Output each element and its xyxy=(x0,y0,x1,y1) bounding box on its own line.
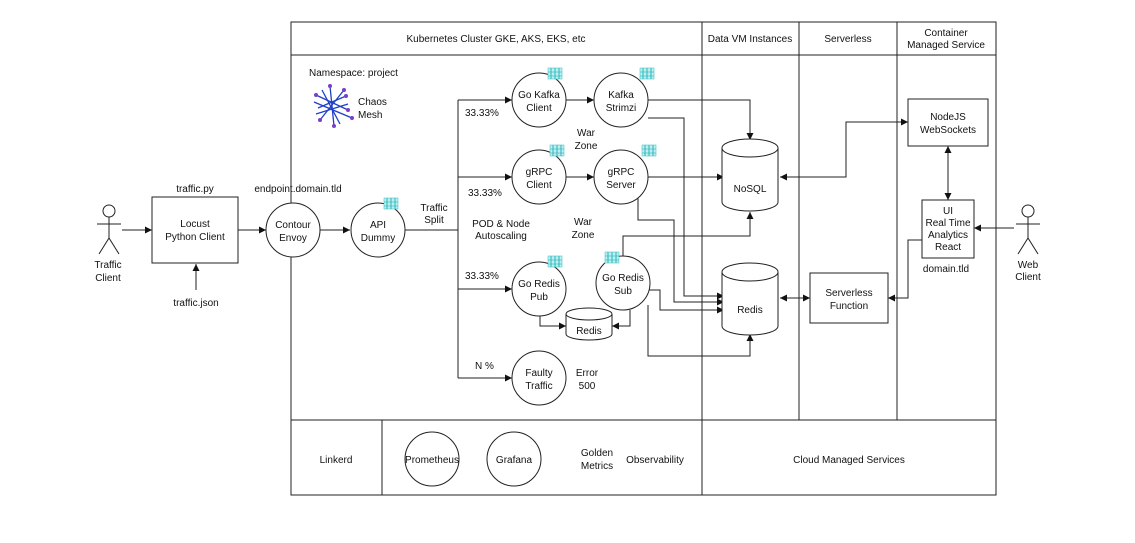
k8s-cluster-header: Kubernetes Cluster GKE, AKS, EKS, etc xyxy=(407,34,586,45)
war-zone-label-top-1: War xyxy=(577,128,596,139)
kubernetes-pod-icon xyxy=(383,197,399,210)
locust-label-1: Locust xyxy=(180,219,210,230)
nosql-database-cylinder xyxy=(721,138,779,212)
prometheus-node xyxy=(404,431,460,487)
redis-cache-label: Redis xyxy=(576,326,602,337)
kafka-label-1: Kafka xyxy=(608,90,634,101)
go-kafka-label-1: Go Kafka xyxy=(518,90,560,101)
grpc-client-node xyxy=(511,149,567,205)
container-header-line1: Container xyxy=(924,28,968,39)
go-kafka-label-2: Client xyxy=(526,103,552,114)
split-percent-grpc: 33.33% xyxy=(468,188,502,199)
ui-label-1: UI xyxy=(943,206,953,217)
contour-envoy-node xyxy=(265,202,321,258)
domain-tld-label: domain.tld xyxy=(923,264,969,275)
api-dummy-node xyxy=(350,202,406,258)
traffic-py-label: traffic.py xyxy=(176,184,214,195)
locust-client-box xyxy=(151,196,239,264)
serverless-function-box xyxy=(809,272,889,324)
serverless-fn-label-2: Function xyxy=(830,301,868,312)
serverless-fn-label-1: Serverless xyxy=(825,288,872,299)
grpc-server-label-1: gRPC xyxy=(608,167,635,178)
traffic-client-label-1: Traffic xyxy=(94,260,121,271)
ui-label-4: React xyxy=(935,242,961,253)
redis-db-label: Redis xyxy=(737,305,763,316)
split-percent-faulty: N % xyxy=(475,361,494,372)
go-redis-sub-node xyxy=(595,255,651,311)
grpc-client-label-1: gRPC xyxy=(526,167,553,178)
locust-label-2: Python Client xyxy=(165,232,225,243)
war-zone-label-top-2: Zone xyxy=(575,141,598,152)
split-percent-redis: 33.33% xyxy=(465,271,499,282)
regions-frame xyxy=(290,21,997,496)
web-client-label-1: Web xyxy=(1018,260,1039,271)
error-500-label-1: Error xyxy=(576,368,599,379)
kubernetes-pod-icon xyxy=(641,144,657,157)
chaos-mesh-icon xyxy=(313,84,354,128)
grpc-server-label-2: Server xyxy=(606,180,636,191)
web-client-label-2: Client xyxy=(1015,272,1041,283)
war-zone-label-mid-1: War xyxy=(574,217,593,228)
go-kafka-client-node xyxy=(511,72,567,128)
faulty-label-1: Faulty xyxy=(525,368,552,379)
redis-sub-label-2: Sub xyxy=(614,286,632,297)
kubernetes-pod-icon xyxy=(549,144,565,157)
api-dummy-label-2: Dummy xyxy=(361,233,395,244)
contour-label-2: Envoy xyxy=(279,233,307,244)
faulty-label-2: Traffic xyxy=(525,381,552,392)
chaos-mesh-label-2: Mesh xyxy=(358,110,382,121)
kubernetes-pod-icon xyxy=(547,67,563,80)
edges xyxy=(122,96,1014,382)
traffic-split-label-2: Split xyxy=(424,215,444,226)
nodejs-label-2: WebSockets xyxy=(920,125,976,136)
contour-label-1: Contour xyxy=(275,220,311,231)
traffic-split-label-1: Traffic xyxy=(420,203,447,214)
autoscaling-label-2: Autoscaling xyxy=(475,231,527,242)
redis-sub-label-1: Go Redis xyxy=(602,273,644,284)
nodejs-websockets-box xyxy=(907,98,989,147)
traffic-client-label-2: Client xyxy=(95,273,121,284)
grpc-client-label-2: Client xyxy=(526,180,552,191)
namespace-label: Namespace: project xyxy=(309,68,398,79)
redis-cache-cylinder xyxy=(565,307,613,341)
split-percent-kafka: 33.33% xyxy=(465,108,499,119)
golden-metrics-label-1: Golden xyxy=(581,448,613,459)
redis-pub-label-2: Pub xyxy=(530,292,548,303)
kubernetes-pod-icon xyxy=(547,255,563,268)
kubernetes-pod-icon xyxy=(604,251,620,264)
faulty-traffic-node xyxy=(511,350,567,406)
chaos-mesh-label-1: Chaos xyxy=(358,97,387,108)
traffic-json-label: traffic.json xyxy=(173,298,218,309)
autoscaling-label-1: POD & Node xyxy=(472,219,530,230)
kafka-strimzi-node xyxy=(593,72,649,128)
endpoint-label: endpoint.domain.tld xyxy=(254,184,341,195)
ui-label-2: Real Time xyxy=(925,218,970,229)
error-500-label-2: 500 xyxy=(579,381,596,392)
ui-analytics-box xyxy=(921,199,975,259)
war-zone-label-mid-2: Zone xyxy=(572,230,595,241)
nodejs-label-1: NodeJS xyxy=(930,112,966,123)
serverless-header: Serverless xyxy=(824,34,871,45)
redis-database-cylinder xyxy=(721,262,779,336)
grpc-server-node xyxy=(593,149,649,205)
container-header-line2: Managed Service xyxy=(907,40,985,51)
web-client-actor-icon xyxy=(1016,204,1040,255)
linkerd-label: Linkerd xyxy=(320,455,353,466)
api-dummy-label-1: API xyxy=(370,220,386,231)
golden-metrics-label-2: Metrics xyxy=(581,461,613,472)
traffic-client-actor-icon xyxy=(97,204,121,255)
kubernetes-pod-icon xyxy=(639,67,655,80)
cloud-managed-services-label: Cloud Managed Services xyxy=(793,455,905,466)
kafka-label-2: Strimzi xyxy=(606,103,637,114)
grafana-node xyxy=(486,431,542,487)
observability-label: Observability xyxy=(626,455,684,466)
nosql-label: NoSQL xyxy=(734,184,767,195)
prometheus-label: Prometheus xyxy=(405,455,459,466)
go-redis-pub-node xyxy=(511,261,567,317)
ui-label-3: Analytics xyxy=(928,230,968,241)
data-vm-header: Data VM Instances xyxy=(708,34,792,45)
redis-pub-label-1: Go Redis xyxy=(518,279,560,290)
grafana-label: Grafana xyxy=(496,455,533,466)
